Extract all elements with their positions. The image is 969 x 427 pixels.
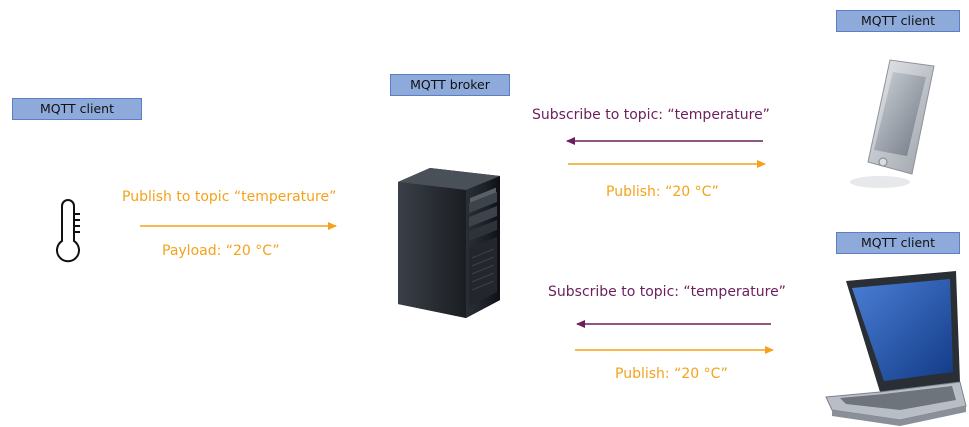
client-left-label: MQTT client [12, 98, 142, 120]
smartphone-icon [850, 59, 935, 188]
thermometer-icon [56, 199, 80, 263]
client-phone-label: MQTT client [836, 10, 960, 32]
client-laptop-label: MQTT client [836, 232, 960, 254]
phone-subscribe-text: Subscribe to topic: “temperature” [532, 107, 770, 123]
laptop-subscribe-text: Subscribe to topic: “temperature” [548, 284, 786, 300]
server-icon [398, 168, 500, 318]
payload-text: Payload: “20 °C” [162, 243, 280, 259]
laptop-publish-text: Publish: “20 °C” [615, 366, 728, 382]
publish-topic-text: Publish to topic “temperature” [122, 189, 337, 205]
phone-publish-text: Publish: “20 °C” [606, 184, 719, 200]
laptop-icon [825, 271, 967, 426]
broker-label: MQTT broker [390, 74, 510, 96]
